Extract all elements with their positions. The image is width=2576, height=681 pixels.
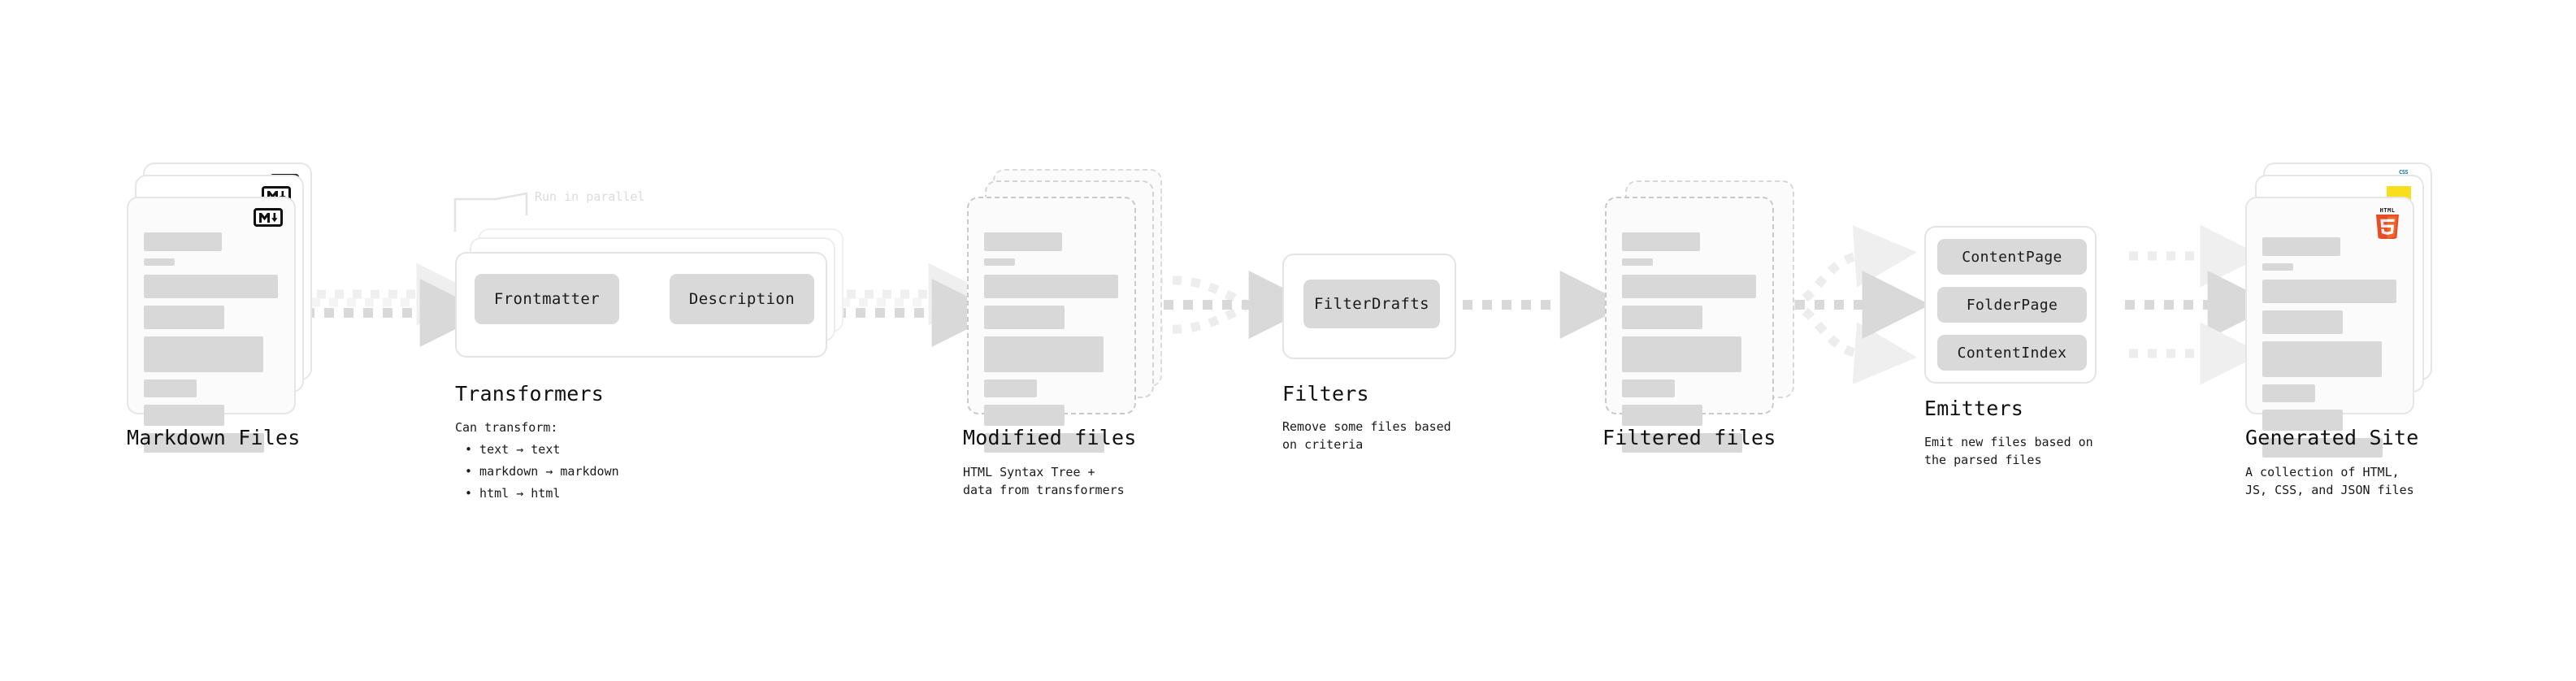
transformers-bullet-3: • html → html: [465, 486, 561, 501]
placeholder-bar: [984, 336, 1104, 372]
placeholder-bar: [1622, 275, 1756, 298]
generated-site-subtitle: A collection of HTML, JS, CSS, and JSON …: [2245, 465, 2414, 498]
placeholder-bar: [2262, 341, 2382, 377]
placeholder-bar: [984, 433, 1104, 453]
modified-card-front: [967, 197, 1136, 453]
pill-contentindex[interactable]: ContentIndex: [1937, 335, 2087, 371]
placeholder-bar: [1622, 258, 1653, 266]
placeholder-bar: [1622, 380, 1675, 397]
markdown-card-front: [127, 197, 296, 453]
stage-title-filters: Filters: [1282, 382, 1369, 406]
stage-title-markdown-files: Markdown Files: [127, 426, 301, 449]
html5-icon: HTML: [2372, 205, 2403, 242]
placeholder-bar: [1622, 336, 1741, 372]
placeholder-bar: [1622, 405, 1702, 426]
placeholder-bar: [2262, 237, 2340, 256]
placeholder-bar: [2262, 384, 2315, 402]
placeholder-bar: [2262, 410, 2343, 431]
placeholder-bar: [144, 405, 224, 426]
markdown-placeholder-lines: [144, 232, 281, 460]
run-in-parallel-label: Run in parallel: [535, 189, 645, 204]
placeholder-bar: [1622, 433, 1742, 453]
svg-text:HTML: HTML: [2380, 207, 2396, 214]
stage-title-filtered-files: Filtered files: [1602, 426, 1776, 449]
site-placeholder-lines: [2262, 237, 2400, 465]
connector-emitters-to-site: [2125, 224, 2276, 385]
placeholder-bar: [144, 380, 197, 397]
filters-subtitle: Remove some files based on criteria: [1282, 419, 1451, 453]
placeholder-bar: [984, 380, 1037, 397]
stage-title-emitters: Emitters: [1924, 397, 2024, 420]
js-icon: [2387, 186, 2411, 200]
transformers-box: Frontmatter Description: [455, 252, 827, 358]
emitters-box: ContentPage FolderPage ContentIndex: [1924, 226, 2097, 384]
stage-title-transformers: Transformers: [455, 382, 605, 406]
placeholder-bar: [144, 433, 264, 453]
site-card-front: HTML: [2245, 197, 2414, 458]
placeholder-bar: [2262, 263, 2293, 271]
placeholder-bar: [1622, 306, 1702, 329]
placeholder-bar: [984, 275, 1118, 298]
placeholder-bar: [984, 306, 1065, 329]
markdown-icon: [254, 208, 283, 227]
placeholder-bar: [2262, 310, 2343, 334]
placeholder-bar: [144, 306, 224, 329]
placeholder-bar: [144, 336, 263, 372]
placeholder-bar: [984, 232, 1062, 251]
emitters-subtitle: Emit new files based on the parsed files: [1924, 435, 2093, 468]
placeholder-bar: [144, 258, 175, 266]
filtered-card-front: [1605, 197, 1774, 453]
placeholder-bar: [984, 258, 1015, 266]
pill-frontmatter[interactable]: Frontmatter: [475, 274, 619, 324]
stage-title-modified-files: Modified files: [963, 426, 1137, 449]
pill-folderpage[interactable]: FolderPage: [1937, 287, 2087, 323]
run-in-parallel-bracket: [453, 192, 528, 232]
placeholder-bar: [984, 405, 1065, 426]
placeholder-bar: [2262, 438, 2383, 458]
placeholder-bar: [1622, 232, 1700, 251]
modified-files-subtitle: HTML Syntax Tree + data from transformer…: [963, 465, 1125, 498]
placeholder-bar: [144, 232, 222, 251]
placeholder-bar: [2262, 280, 2396, 303]
pill-contentpage[interactable]: ContentPage: [1937, 239, 2087, 275]
filters-box: FilterDrafts: [1282, 254, 1456, 359]
pill-filterdrafts[interactable]: FilterDrafts: [1303, 280, 1440, 328]
transformers-subtitle: Can transform:: [455, 420, 558, 435]
stage-title-generated-site: Generated Site: [2245, 426, 2419, 449]
transformers-bullet-2: • markdown → markdown: [465, 464, 619, 479]
placeholder-bar: [144, 275, 278, 298]
transformers-bullet-1: • text → text: [465, 442, 561, 457]
pill-description[interactable]: Description: [670, 274, 814, 324]
connector-markdown-to-transformers: [305, 262, 488, 347]
filtered-placeholder-lines: [1622, 232, 1759, 460]
modified-placeholder-lines: [984, 232, 1121, 460]
